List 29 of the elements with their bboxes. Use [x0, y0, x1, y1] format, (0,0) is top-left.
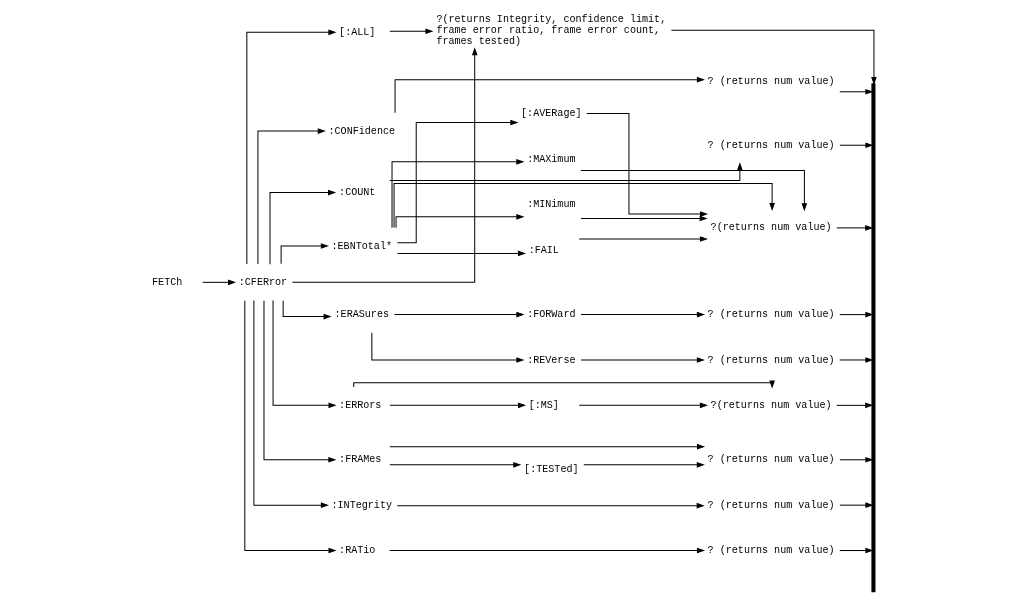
node-text: [:ALL]: [339, 26, 376, 38]
node-text: ? (returns num value): [707, 499, 835, 511]
node-text: ?(returns num value): [710, 399, 832, 411]
node-text: :CONFidence: [328, 125, 396, 137]
node-text: ?(returns Integrity, confidence limit, frame error ratio, frame error count, frames tested): [436, 13, 667, 47]
node-text: ? (returns num value): [707, 454, 835, 466]
node-text: ? (returns num value): [707, 309, 835, 321]
node-text: [:AVERage]: [521, 108, 582, 120]
node-text: [:MS]: [528, 399, 559, 411]
node-text: :FORWard: [527, 309, 576, 321]
node-text: ? (returns num value): [707, 354, 835, 366]
node-text: :RATio: [339, 545, 376, 557]
node-text: :EBNTotal*: [331, 240, 393, 252]
node-text: ? (returns num value): [707, 76, 835, 88]
node-text: [:TESTed]: [524, 464, 579, 476]
node-text: :ERRors: [339, 399, 382, 411]
node-text: ? (returns num value): [707, 139, 835, 151]
node-text: :FRAMes: [339, 454, 382, 466]
node-text: :REVerse: [527, 354, 576, 366]
node-text: ? (returns num value): [707, 545, 835, 557]
node-text: FETCh: [152, 276, 183, 288]
node-text: :FAIL: [528, 244, 559, 256]
node-text: ?(returns num value): [710, 222, 832, 234]
node-text: :MINimum: [527, 199, 576, 211]
node-text: :MAXimum: [527, 153, 576, 165]
node-text: :ERASures: [334, 309, 389, 321]
node-text: :INTegrity: [331, 499, 393, 511]
node-text: :CFERror: [238, 276, 288, 288]
node-text: :COUNt: [339, 187, 376, 199]
